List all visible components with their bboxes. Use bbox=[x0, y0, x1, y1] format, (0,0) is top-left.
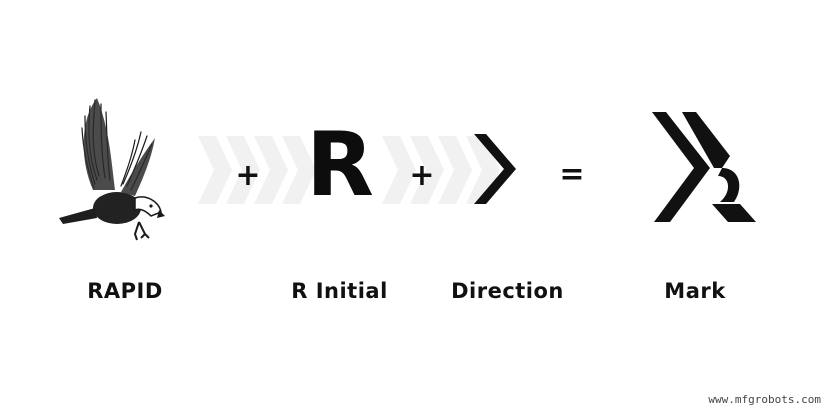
step-label-mark: Mark bbox=[664, 279, 726, 303]
chevron-right-icon bbox=[474, 134, 516, 204]
eagle-icon bbox=[59, 98, 165, 241]
r-initial-glyph: R bbox=[306, 113, 374, 216]
plus-operator: + bbox=[409, 158, 435, 193]
watermark-text: www.mfgrobots.com bbox=[708, 393, 821, 406]
logo-mark-icon bbox=[652, 112, 756, 222]
plus-operator: + bbox=[235, 158, 261, 193]
step-label-rapid: RAPID bbox=[87, 279, 163, 303]
step-label-direction: Direction bbox=[451, 279, 564, 303]
step-label-r-initial: R Initial bbox=[291, 279, 388, 303]
equals-operator: = bbox=[559, 157, 585, 192]
